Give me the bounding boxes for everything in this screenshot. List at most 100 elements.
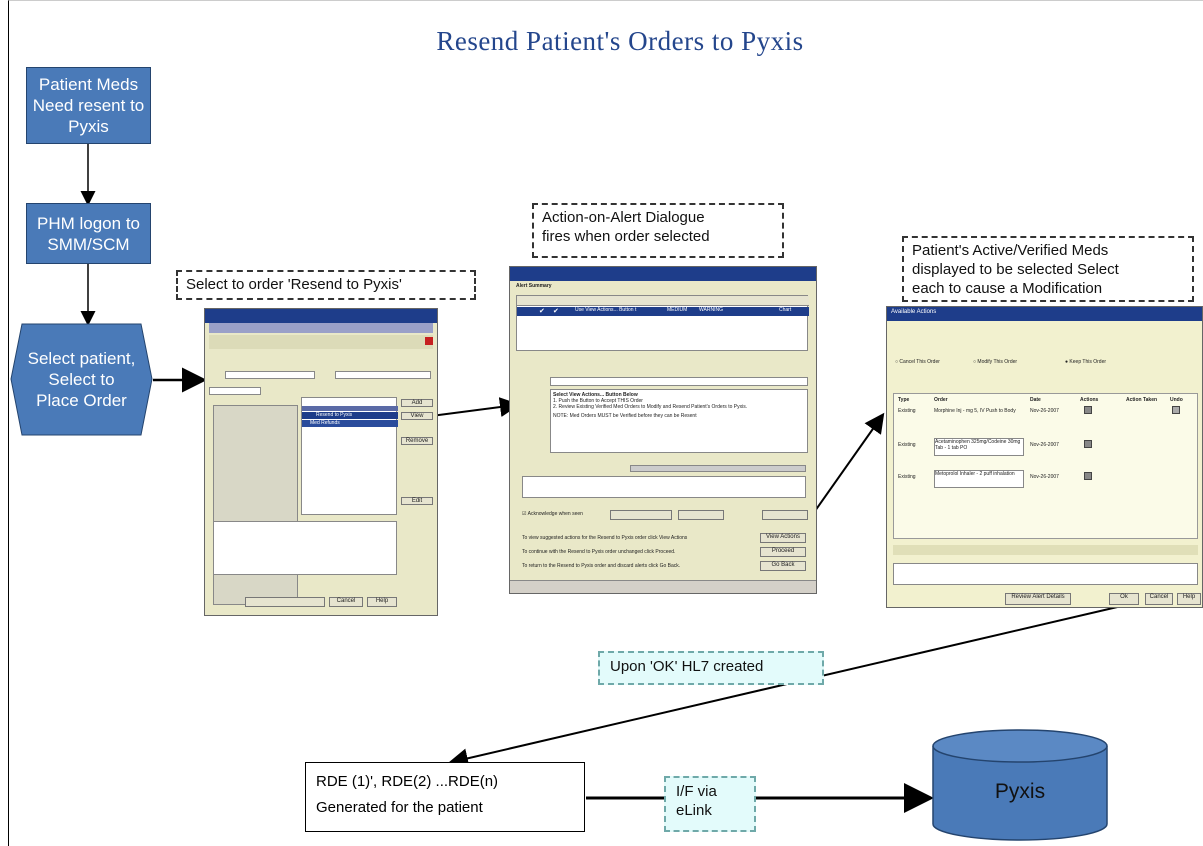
actions-titlebar: Available Actions	[887, 307, 1202, 321]
alert-step-2: 2. Review Existing Verified Med Orders t…	[553, 404, 748, 410]
edit-icon[interactable]	[1084, 440, 1092, 448]
actions-screenshot: Available Actions ○ Cancel This Order ○ …	[886, 306, 1203, 608]
ack-comment-select[interactable]	[630, 465, 806, 472]
row-2-date: Nov-26-2007	[1030, 442, 1059, 448]
actions-table: Type Order Date Actions Action Taken Und…	[893, 393, 1198, 539]
cancel-button[interactable]: Cancel	[1145, 593, 1173, 605]
callout-resend: Select to order 'Resend to Pyxis'	[176, 270, 476, 300]
list-item-resend-to-pyxis[interactable]: Resend to Pyxis	[302, 412, 398, 419]
instruction-proceed: To continue with the Resend to Pyxis ord…	[522, 549, 676, 555]
ack-label-text: Acknowledge when seen	[527, 511, 583, 517]
step-select-patient-label: Select patient, Select to Place Order	[27, 349, 136, 410]
order-comment-field[interactable]	[335, 371, 431, 379]
rde-messages-box: RDE (1)', RDE(2) ...RDE(n) Generated for…	[305, 762, 585, 832]
proceed-button[interactable]: Proceed	[760, 547, 806, 557]
help-button[interactable]: Help	[367, 597, 397, 607]
option-cancel-label: Cancel This Order	[899, 359, 940, 365]
view-button[interactable]: View	[401, 412, 433, 420]
step-phm-logon: PHM logon to SMM/SCM	[26, 203, 151, 264]
review-alert-details-button[interactable]: Review Alert Details	[1005, 593, 1071, 605]
diagram-title: Resend Patient's Orders to Pyxis	[436, 26, 804, 56]
option-keep-order[interactable]: ● Keep This Order	[1065, 359, 1107, 365]
alert-table: ✔ ✔ Use View Actions... Button t MEDIUM …	[516, 295, 809, 351]
callout-active-meds: Patient's Active/Verified Meds displayed…	[902, 236, 1194, 302]
message-row	[893, 545, 1198, 555]
alert-row-type: WARNING	[699, 307, 723, 313]
order-type-select[interactable]	[209, 387, 261, 395]
alert-step-1: 1. Push the Button to Accept THIS Order	[553, 398, 643, 404]
ack-comment-field[interactable]	[522, 476, 806, 498]
order-search-field[interactable]	[225, 371, 315, 379]
alert-table-header	[517, 296, 809, 306]
step-select-patient: Select patient, Select to Place Order	[10, 323, 153, 436]
order-entry-screenshot: Resend to Pyxis Med Refunds Add View Rem…	[204, 308, 438, 616]
alert-row-scope: Chart	[779, 307, 792, 313]
col-type: Type	[898, 397, 910, 403]
order-entry-header-bar	[209, 323, 433, 333]
diagram-frame	[8, 0, 1203, 846]
col-action-taken: Action Taken	[1126, 397, 1158, 403]
checkmark-icon: ✔	[539, 308, 545, 315]
alert-note: NOTE: Med Orders MUST be Verified before…	[553, 413, 697, 419]
option-modify-label: Modify This Order	[977, 359, 1018, 365]
row-1-date: Nov-26-2007	[1030, 408, 1059, 414]
checkmark-icon: ✔	[553, 308, 559, 315]
ok-button[interactable]: Ok	[1109, 593, 1139, 605]
row-3-date: Nov-26-2007	[1030, 474, 1059, 480]
option-modify-order[interactable]: ○ Modify This Order	[973, 359, 1018, 365]
col-actions: Actions	[1080, 397, 1099, 403]
row-2-type: Existing	[898, 442, 916, 448]
row-2-order[interactable]: Acetaminophen 325mg/Codeine 30mg Tab - 1…	[934, 438, 1024, 456]
option-cancel-order[interactable]: ○ Cancel This Order	[895, 359, 940, 365]
order-option-row	[211, 361, 311, 369]
row-1-order: Morphine Inj - mg 5, IV Push to Body	[934, 408, 1016, 414]
rde-line-1: RDE (1)', RDE(2) ...RDE(n)	[316, 773, 499, 790]
view-actions-button[interactable]: View Actions	[760, 533, 806, 543]
alert-dialog-screenshot: Alert Summary ✔ ✔ Use View Actions... Bu…	[509, 266, 817, 594]
list-header-row	[302, 406, 398, 411]
allergies-row	[209, 335, 433, 349]
alert-row-priority: MEDIUM	[667, 307, 688, 313]
callout-action-alert: Action-on-Alert Dialogue fires when orde…	[532, 203, 784, 258]
order-list-panel: Resend to Pyxis Med Refunds	[301, 397, 398, 515]
ack-checkbox-label[interactable]: ☑ Acknowledge when seen	[522, 511, 583, 517]
previous-button[interactable]	[678, 510, 724, 520]
alert-field	[550, 377, 808, 386]
alert-dialog-titlebar	[510, 267, 816, 281]
rde-line-2: Generated for the patient	[316, 799, 483, 816]
order-tree-panel	[213, 405, 298, 605]
edit-icon[interactable]	[1084, 472, 1092, 480]
edit-icon[interactable]	[1084, 406, 1092, 414]
next-button[interactable]	[762, 510, 808, 520]
row-3-order[interactable]: Metoprolol Inhaler - 2 puff inhalation	[934, 470, 1024, 488]
help-button[interactable]: Help	[1177, 593, 1201, 605]
callout-hl7: Upon 'OK' HL7 created	[598, 651, 824, 685]
submit-button[interactable]	[245, 597, 325, 607]
unacknowledge-button[interactable]	[610, 510, 672, 520]
alert-message-heading: Select View Actions... Button Below	[553, 392, 638, 398]
taskbar	[510, 580, 816, 593]
alert-indicator-icon	[425, 337, 433, 345]
edit-button[interactable]: Edit	[401, 497, 433, 505]
order-detail-panel	[213, 521, 397, 575]
alert-row-text: Use View Actions... Button t	[575, 307, 637, 313]
alert-row-selected[interactable]: ✔ ✔ Use View Actions... Button t MEDIUM …	[517, 307, 809, 316]
go-back-button[interactable]: Go Back	[760, 561, 806, 571]
database-label: Pyxis	[994, 780, 1046, 803]
col-order: Order	[934, 397, 948, 403]
actions-title: Available Actions	[891, 309, 937, 315]
row-3-type: Existing	[898, 474, 916, 480]
database-cylinder-shape	[932, 729, 1108, 841]
callout-interface: I/F via eLink	[664, 776, 756, 832]
cancel-button[interactable]: Cancel	[329, 597, 363, 607]
alert-summary-heading: Alert Summary	[516, 283, 552, 289]
instruction-view: To view suggested actions for the Resend…	[522, 535, 688, 541]
message-field	[893, 563, 1198, 585]
list-item-med-refunds[interactable]: Med Refunds	[302, 420, 398, 427]
remove-button[interactable]: Remove	[401, 437, 433, 445]
col-date: Date	[1030, 397, 1041, 403]
undo-icon[interactable]	[1172, 406, 1180, 414]
pyxis-database: Pyxis	[932, 728, 1108, 842]
order-entry-titlebar	[205, 309, 437, 323]
add-button[interactable]: Add	[401, 399, 433, 407]
